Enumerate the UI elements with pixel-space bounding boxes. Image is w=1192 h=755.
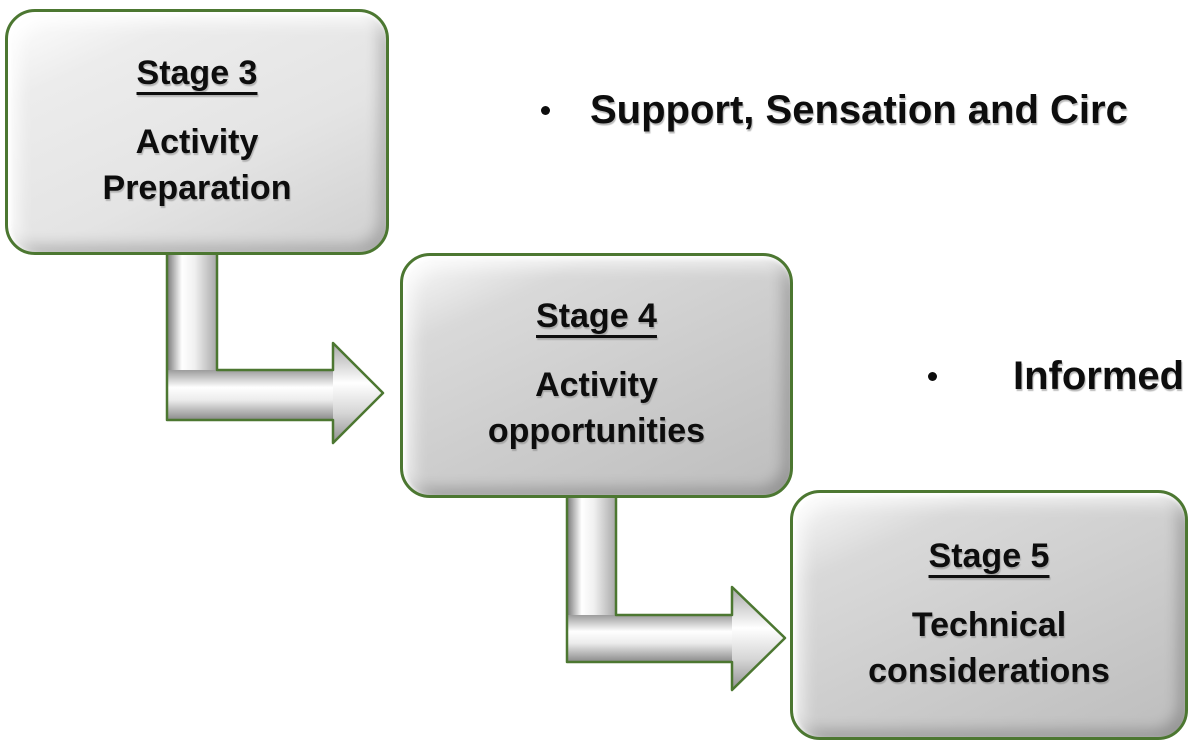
bullet-dot-icon [541, 105, 550, 115]
stage-4-title: Stage 4 [536, 297, 657, 335]
stage-5-line-2: considerations [868, 651, 1110, 690]
stage-3-title: Stage 3 [136, 53, 258, 92]
bullet-item-support-sensation: Support, Sensation and Circ [541, 88, 1128, 132]
stage-4-line-2: opportunities [487, 412, 706, 450]
bullet-item-informed: Informed [928, 354, 1184, 398]
stage-5-box: Stage 5 Technical considerations [790, 490, 1188, 740]
stage-5-line-1: Technical [911, 605, 1067, 644]
stage-3-box: Stage 3 Activity Preparation [5, 9, 389, 255]
bullet-dot-icon [928, 371, 937, 381]
bullet-label: Support, Sensation and Circ [590, 88, 1128, 132]
bullet-label: Informed [1013, 354, 1185, 398]
stage-5-title: Stage 5 [928, 536, 1050, 575]
stage-4-line-1: Activity [535, 366, 658, 404]
stage-4-box: Stage 4 Activity opportunities [400, 253, 793, 498]
elbow-arrow-stage4-to-stage5-icon [565, 493, 787, 692]
elbow-arrow-stage3-to-stage4-icon [165, 248, 385, 445]
stage-3-line-2: Preparation [102, 168, 292, 207]
stage-3-line-1: Activity [135, 122, 259, 161]
